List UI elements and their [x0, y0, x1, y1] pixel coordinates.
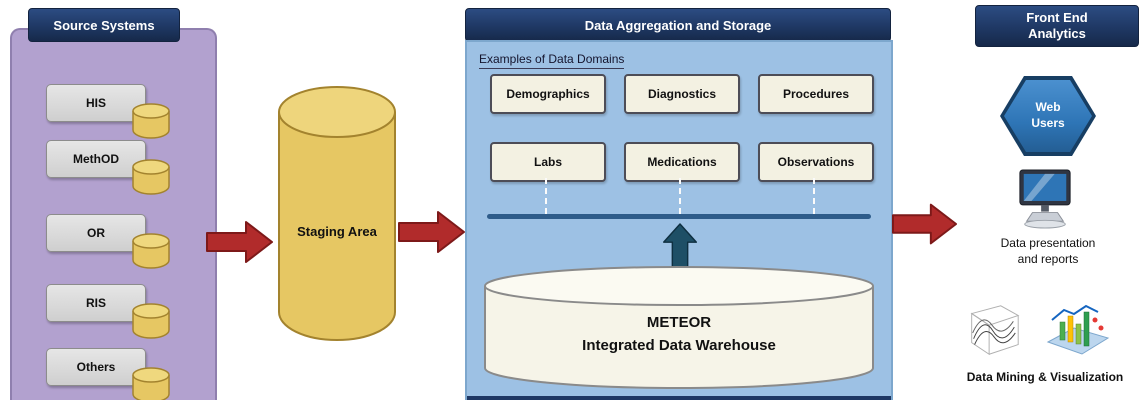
- domain-label: Demographics: [506, 87, 590, 101]
- monitor-icon: [1019, 169, 1071, 229]
- domain-label: Procedures: [782, 87, 850, 101]
- domain-box-procedures: Procedures: [758, 74, 874, 114]
- aggregation-footer-bar: [467, 396, 891, 400]
- source-item-label: MethOD: [73, 152, 119, 166]
- domain-box-demographics: Demographics: [490, 74, 606, 114]
- presentation-caption-line1: Data presentation: [1000, 236, 1096, 250]
- web-users-hexagon: Web Users: [1000, 76, 1096, 156]
- source-systems-title: Source Systems: [53, 17, 155, 33]
- domain-label: Medications: [647, 155, 717, 169]
- arrow-aggregation-to-frontend-icon: [892, 203, 958, 245]
- aggregation-title: Data Aggregation and Storage: [584, 17, 772, 33]
- dashed-connector: [545, 178, 547, 214]
- aggregation-header: Data Aggregation and Storage: [465, 8, 891, 42]
- source-item-others: Others: [46, 348, 146, 386]
- source-item-or: OR: [46, 214, 146, 252]
- warehouse-cylinder: METEOR Integrated Data Warehouse: [482, 264, 876, 400]
- staging-area-label: Staging Area: [297, 224, 377, 239]
- presentation-caption-line2: and reports: [1017, 251, 1079, 266]
- source-item-label: OR: [87, 226, 105, 240]
- domain-box-labs: Labs: [490, 142, 606, 182]
- source-item-ris: RIS: [46, 284, 146, 322]
- arrow-source-to-staging-icon: [206, 221, 273, 263]
- surface-plot-icon: [970, 305, 1020, 356]
- arrow-staging-to-aggregation-icon: [398, 211, 465, 253]
- warehouse-cylinder-icon: [484, 266, 874, 389]
- staging-cylinder-icon: [278, 86, 396, 341]
- domain-box-diagnostics: Diagnostics: [624, 74, 740, 114]
- frontend-title-line1: Front End: [1026, 9, 1088, 25]
- presentation-caption: Data presentation and reports: [966, 236, 1130, 267]
- domain-box-medications: Medications: [624, 142, 740, 182]
- mining-caption: Data Mining & Visualization: [966, 370, 1124, 384]
- dashed-connector: [679, 178, 681, 214]
- frontend-title-line2: Analytics: [1028, 26, 1086, 41]
- aggregation-panel: Examples of Data Domains Demographics Di…: [465, 40, 893, 400]
- bar-chart-3d-icon: [1046, 304, 1110, 355]
- web-users-label: Web Users: [1000, 76, 1096, 156]
- web-users-line1: Web: [1035, 100, 1061, 115]
- domain-box-observations: Observations: [758, 142, 874, 182]
- source-item-label: HIS: [85, 96, 106, 110]
- warehouse-title-line1: METEOR: [646, 314, 712, 331]
- domain-label: Diagnostics: [647, 87, 716, 101]
- database-cylinder-icon: [132, 103, 170, 139]
- source-item-label: RIS: [85, 296, 106, 310]
- database-cylinder-icon: [132, 367, 170, 400]
- data-domains-caption: Examples of Data Domains: [479, 52, 625, 69]
- warehouse-title: METEOR Integrated Data Warehouse: [482, 312, 876, 357]
- bus-connector-line: [487, 214, 871, 219]
- warehouse-title-line2: Integrated Data Warehouse: [582, 336, 776, 354]
- database-cylinder-icon: [132, 233, 170, 269]
- frontend-header: Front End Analytics: [975, 5, 1139, 47]
- source-item-his: HIS: [46, 84, 146, 122]
- dashed-connector: [813, 178, 815, 214]
- up-arrow-icon: [662, 223, 698, 269]
- database-cylinder-icon: [132, 159, 170, 195]
- source-item-method: MethOD: [46, 140, 146, 178]
- source-systems-header: Source Systems: [28, 8, 180, 42]
- web-users-line2: Users: [1031, 116, 1065, 130]
- source-item-label: Others: [76, 360, 116, 374]
- staging-area-cylinder: Staging Area: [276, 84, 398, 346]
- database-cylinder-icon: [132, 303, 170, 339]
- domain-label: Observations: [777, 155, 855, 169]
- domain-label: Labs: [533, 155, 562, 169]
